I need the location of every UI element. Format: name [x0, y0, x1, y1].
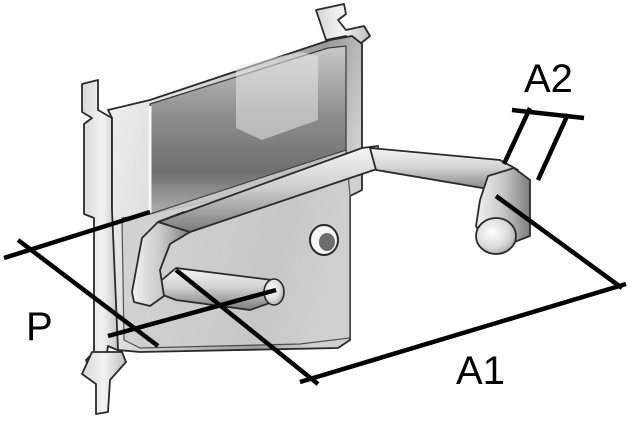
p-dimension-line [16, 238, 160, 348]
a1-label: A1 [456, 349, 505, 393]
lower-clip [81, 351, 127, 415]
a2-witness-right [535, 113, 571, 181]
mounting-hole-inner [319, 233, 335, 251]
a2-dimension-line [511, 107, 585, 121]
a1-dimension-line [299, 281, 627, 385]
a1-witness-left [174, 268, 320, 386]
a2-label: A2 [524, 57, 573, 101]
p-label: P [26, 305, 53, 349]
a2-witness-left [501, 107, 533, 165]
top-flange [315, 3, 371, 45]
plate-sheen [236, 52, 318, 140]
dimension-a2: A2 [501, 57, 585, 181]
dimension-a1: A1 [174, 194, 627, 393]
wire-hook [131, 145, 531, 311]
dimension-p: P [3, 209, 277, 349]
hook-bend-left [131, 211, 191, 307]
a1-witness-right [494, 194, 624, 290]
hook-tip-end [475, 217, 517, 255]
